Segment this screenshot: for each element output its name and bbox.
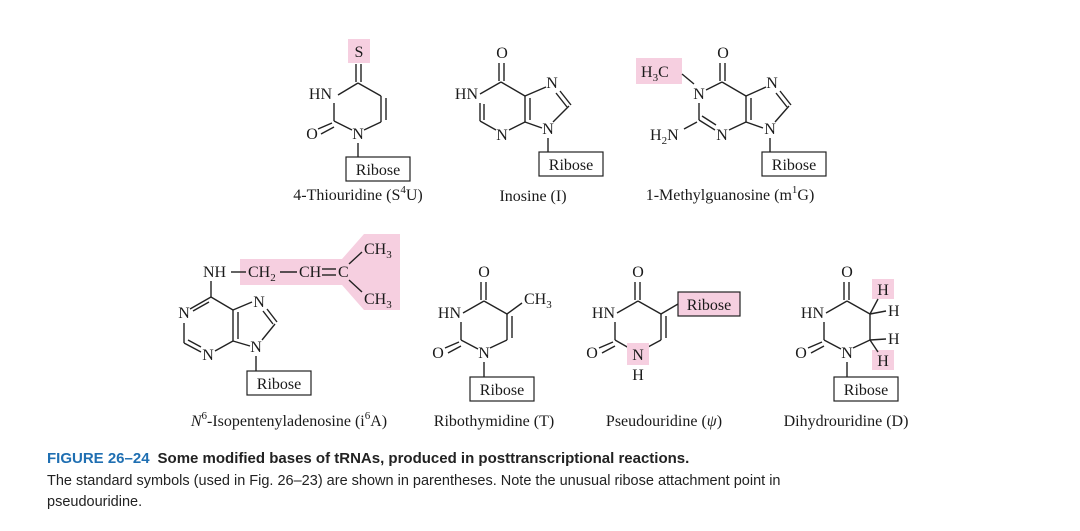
ribose-label: Ribose bbox=[257, 376, 301, 393]
figure-caption: FIGURE 26–24 Some modified bases of tRNAs… bbox=[47, 449, 827, 513]
ribose-box bbox=[538, 151, 604, 177]
molecule-name: Dihydrouridine (D) bbox=[784, 413, 909, 430]
atom-o2: O bbox=[432, 345, 444, 362]
atom-hn: HN bbox=[592, 305, 616, 322]
ribose-label: Ribose bbox=[480, 382, 524, 399]
highlight-n1 bbox=[627, 343, 649, 365]
atom-o: O bbox=[717, 45, 729, 62]
molecule-4-thiouridine: S HN O N Ribose 4-Thiouridine (S4U) bbox=[293, 39, 423, 204]
atom-n7: N bbox=[546, 75, 558, 92]
atom-ch2: CH2 bbox=[248, 264, 276, 284]
atom-o: O bbox=[496, 45, 508, 62]
atom-n3: N bbox=[496, 127, 508, 144]
atom-n1: N bbox=[178, 305, 190, 322]
ribose-box bbox=[761, 151, 827, 177]
ribose-box bbox=[833, 376, 899, 402]
ribose-label: Ribose bbox=[687, 297, 731, 314]
atom-n1: N bbox=[352, 126, 364, 143]
atom-hn: HN bbox=[801, 305, 825, 322]
atom-ch3-bottom: CH3 bbox=[364, 291, 392, 311]
molecule-n6-isopentenyladenosine: NH CH2 CH C CH3 CH3 N N N N Ribose N6-Is… bbox=[178, 234, 400, 430]
atom-ch3: CH3 bbox=[524, 291, 552, 311]
ribose-label: Ribose bbox=[772, 157, 816, 174]
tRNA-modified-bases-figure: S HN O N Ribose 4-Thiouridine (S4U) O HN… bbox=[178, 39, 909, 430]
atom-h3c: H3C bbox=[641, 64, 669, 84]
molecule-name: Pseudouridine (ψ) bbox=[606, 413, 722, 430]
atom-o2: O bbox=[795, 345, 807, 362]
atom-o: O bbox=[478, 264, 490, 281]
atom-c: C bbox=[338, 264, 349, 281]
atom-ch: CH bbox=[299, 264, 322, 281]
atom-o: O bbox=[306, 126, 318, 143]
molecule-name: N6-Isopentenyladenosine (i6A) bbox=[190, 410, 387, 430]
molecule-name: Inosine (I) bbox=[499, 188, 566, 205]
atom-n1: N bbox=[841, 345, 853, 362]
ribose-box bbox=[246, 370, 312, 396]
atom-n9: N bbox=[542, 121, 554, 138]
atom-n1: N bbox=[693, 86, 705, 103]
atom-n3: N bbox=[716, 127, 728, 144]
atom-ch3-top: CH3 bbox=[364, 241, 392, 261]
atom-h2n: H2N bbox=[650, 127, 679, 147]
molecule-name: Ribothymidine (T) bbox=[434, 413, 554, 430]
atom-n1: N bbox=[632, 347, 644, 364]
atom-hn: HN bbox=[309, 86, 333, 103]
molecule-name: 1-Methylguanosine (m1G) bbox=[646, 184, 815, 204]
atom-hn: HN bbox=[438, 305, 462, 322]
atom-n7: N bbox=[253, 294, 265, 311]
atom-s: S bbox=[355, 44, 364, 61]
atom-h-right-top: H bbox=[888, 303, 900, 320]
ribose-box bbox=[677, 291, 741, 317]
atom-n3: N bbox=[202, 347, 214, 364]
caption-title: Some modified bases of tRNAs, produced i… bbox=[157, 450, 690, 467]
caption-headline: FIGURE 26–24 Some modified bases of tRNAs… bbox=[47, 449, 827, 469]
molecule-inosine: O HN N N N Ribose Inosine (I) bbox=[455, 45, 604, 205]
molecule-ribothymidine: O CH3 HN O N Ribose Ribothymidine (T) bbox=[432, 264, 554, 430]
ribose-label: Ribose bbox=[844, 382, 888, 399]
atom-n1: N bbox=[478, 345, 490, 362]
atom-o: O bbox=[632, 264, 644, 281]
atom-h-top: H bbox=[877, 282, 889, 299]
atom-hn: HN bbox=[455, 86, 479, 103]
atom-o2: O bbox=[586, 345, 598, 362]
molecule-dihydrouridine: O H H H H HN O N Ribose Dihydrouridine (… bbox=[784, 264, 909, 430]
atom-h: H bbox=[632, 367, 644, 384]
highlight-sulfur bbox=[348, 39, 370, 63]
ribose-box bbox=[469, 376, 535, 402]
ribose-label: Ribose bbox=[549, 157, 593, 174]
molecule-1-methylguanosine: H3C O N H2N N N N Ribose 1-Methylguanosi… bbox=[636, 45, 827, 204]
highlight-methyl bbox=[636, 58, 682, 84]
atom-n7: N bbox=[766, 75, 778, 92]
molecule-pseudouridine: O Ribose HN O N H Pseudouridine (ψ) bbox=[586, 264, 741, 430]
atom-h-bottom: H bbox=[877, 353, 889, 370]
caption-body: The standard symbols (used in Fig. 26–23… bbox=[47, 473, 781, 510]
molecule-name: 4-Thiouridine (S4U) bbox=[293, 184, 422, 204]
atom-o: O bbox=[841, 264, 853, 281]
atom-h-right-bottom: H bbox=[888, 331, 900, 348]
atom-nh: NH bbox=[203, 264, 227, 281]
figure-label: FIGURE 26–24 bbox=[47, 450, 150, 467]
highlight-ribose bbox=[678, 292, 740, 316]
highlight-h-top bbox=[872, 279, 894, 299]
atom-n9: N bbox=[764, 121, 776, 138]
ribose-label: Ribose bbox=[356, 162, 400, 179]
highlight-h-bottom bbox=[872, 350, 894, 370]
ribose-box bbox=[345, 156, 411, 182]
atom-n9: N bbox=[250, 339, 262, 356]
